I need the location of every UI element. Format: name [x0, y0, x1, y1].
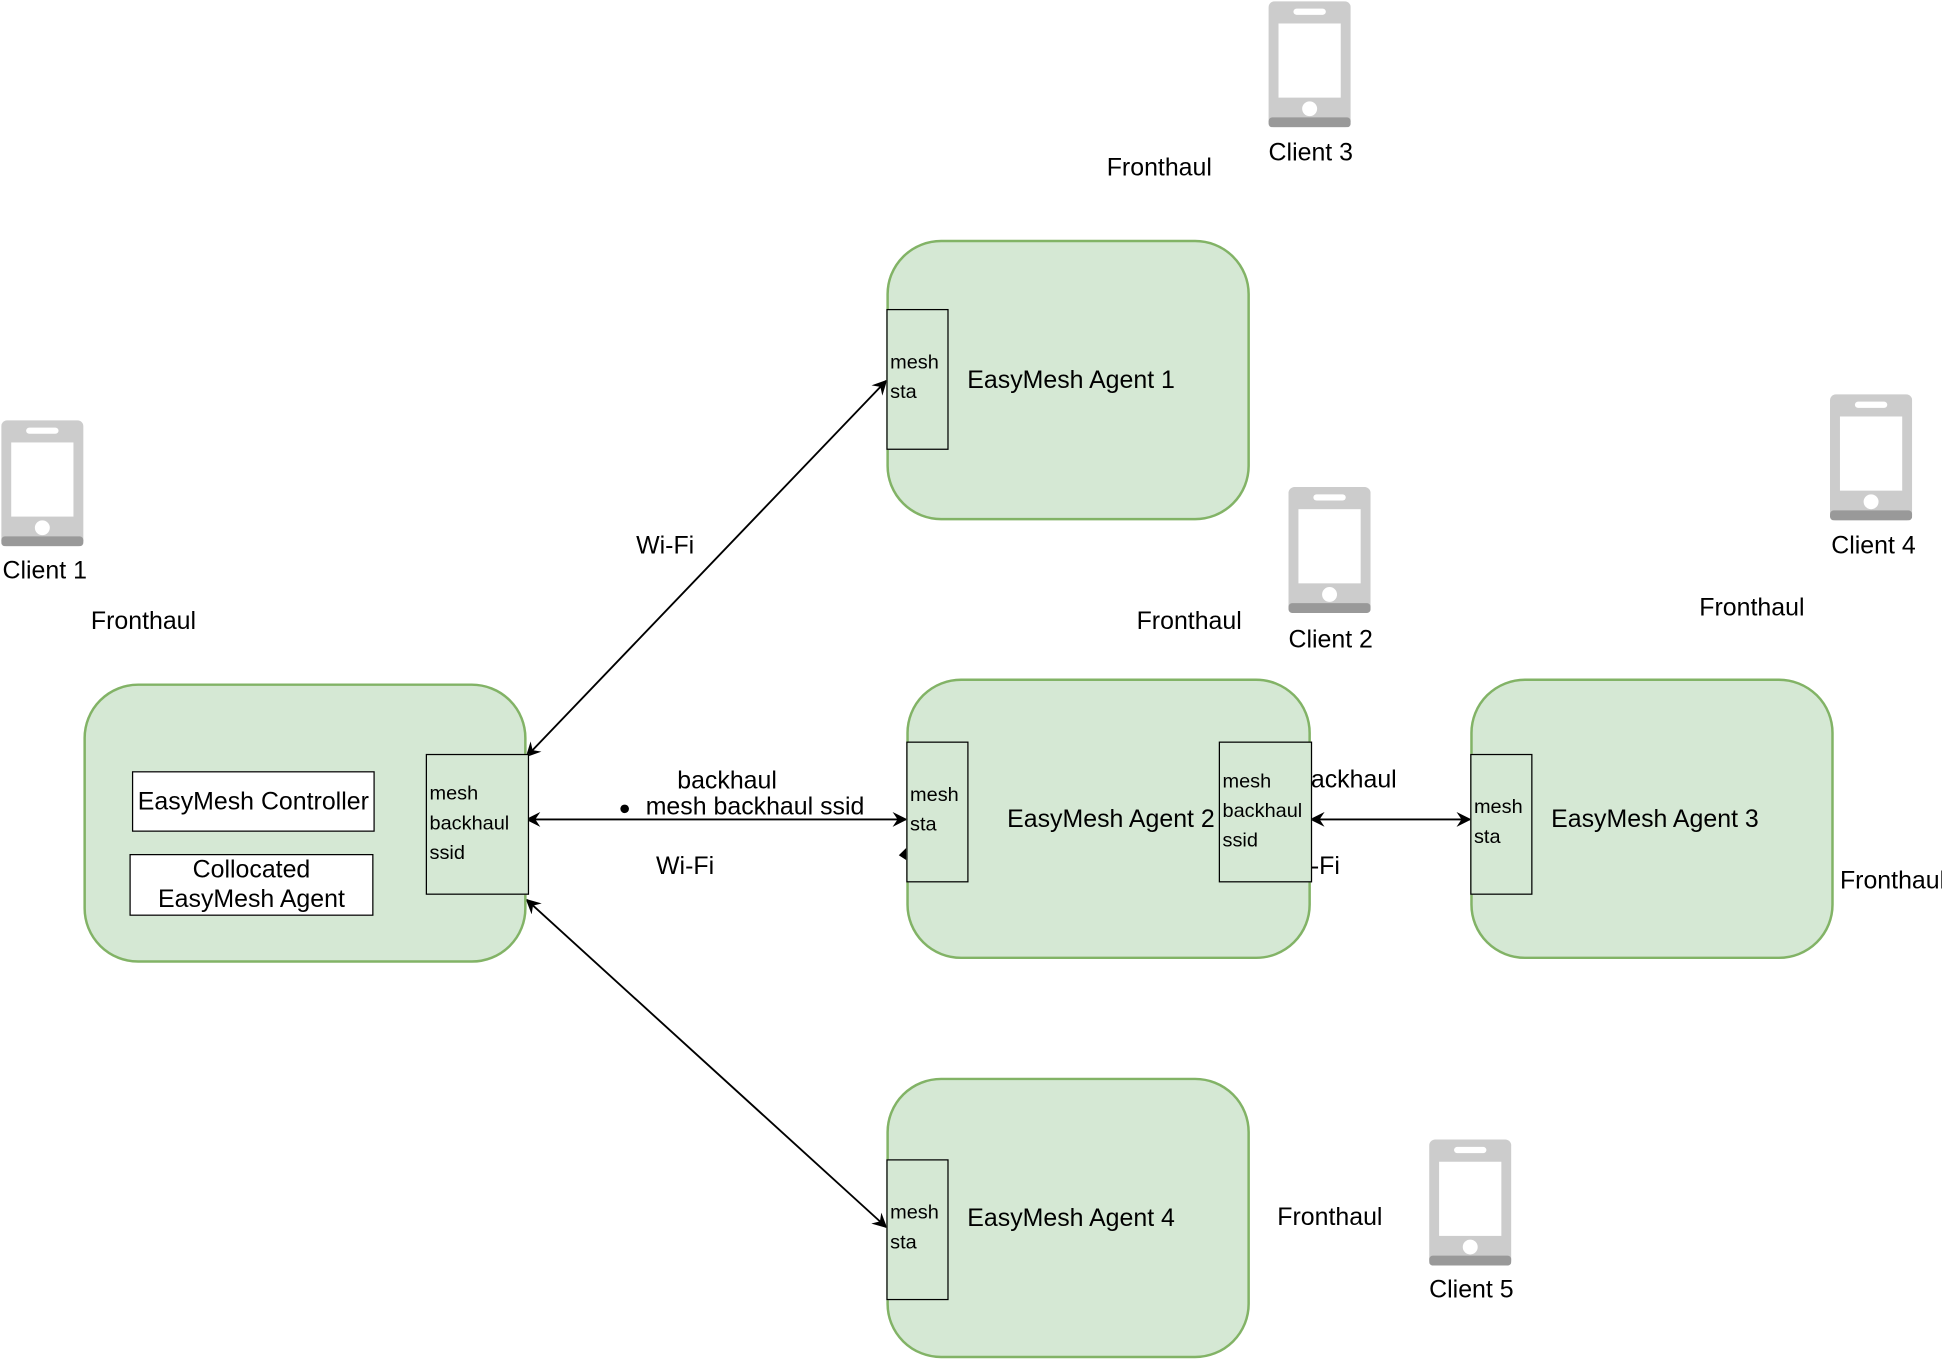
fronthaul-label-agent3-right: Fronthaul — [1839, 867, 1942, 895]
wifi-label-agent1: Wi-Fi — [636, 532, 695, 562]
bullet-dot: ● — [618, 798, 631, 820]
agent1-title: EasyMesh Agent 1 — [967, 367, 1175, 395]
agent3-node[interactable]: mesh sta EasyMesh Agent 3 — [1470, 678, 1834, 960]
client4-label: Client 4 — [1831, 532, 1916, 560]
backhaul-label-middle: backhaul — [677, 767, 777, 795]
controller-backhaul-port[interactable]: mesh backhaul ssid — [425, 753, 530, 895]
fronthaul-label-agent2: Fronthaul — [1136, 608, 1242, 636]
easymesh-controller-box[interactable]: EasyMesh Controller — [131, 771, 375, 832]
wifi-label-middle: Wi-Fi — [656, 852, 715, 882]
client1-label: Client 1 — [2, 557, 87, 585]
edge-controller-agent1 — [525, 379, 888, 758]
agent4-title: EasyMesh Agent 4 — [967, 1205, 1175, 1233]
agent1-sta-port[interactable]: mesh sta — [886, 308, 949, 450]
fronthaul-label-controller: Fronthaul — [90, 608, 197, 636]
agent3-title: EasyMesh Agent 3 — [1551, 805, 1759, 833]
client2-phone-icon[interactable] — [1288, 486, 1371, 614]
bullet-text: mesh backhaul ssid — [645, 793, 865, 821]
client5-phone-icon[interactable] — [1429, 1139, 1512, 1266]
agent2-backhaul-port[interactable]: mesh backhaul ssid — [1218, 741, 1313, 883]
edge-controller-agent4 — [525, 898, 888, 1229]
fronthaul-label-agent4: Fronthaul — [1277, 1203, 1383, 1231]
edge-small-arrowhead — [898, 847, 907, 861]
wifi-label-right: -Fi — [1310, 852, 1340, 880]
client3-phone-icon[interactable] — [1268, 1, 1351, 128]
controller-node[interactable]: EasyMesh Controller Collocated EasyMesh … — [83, 683, 530, 963]
agent1-node[interactable]: mesh sta EasyMesh Agent 1 — [886, 239, 1250, 521]
backhaul-label-right: ackhaul — [1310, 766, 1397, 794]
client2-label: Client 2 — [1288, 626, 1373, 654]
client5-label: Client 5 — [1429, 1276, 1514, 1304]
agent4-sta-port[interactable]: mesh sta — [886, 1159, 949, 1301]
agent2-sta-port[interactable]: mesh sta — [906, 741, 969, 883]
agent2-node[interactable]: mesh sta EasyMesh Agent 2 mesh backhaul … — [906, 678, 1313, 960]
client4-phone-icon[interactable] — [1830, 394, 1913, 521]
mesh-backhaul-ssid-bullet: ● mesh backhaul ssid — [619, 793, 865, 821]
client3-label: Client 3 — [1268, 139, 1353, 167]
client1-phone-icon[interactable] — [1, 420, 84, 547]
fronthaul-label-agent3-top: Fronthaul — [1699, 594, 1805, 622]
collocated-agent-box[interactable]: Collocated EasyMesh Agent — [129, 854, 374, 916]
agent4-node[interactable]: mesh sta EasyMesh Agent 4 — [886, 1077, 1250, 1359]
fronthaul-label-agent1: Fronthaul — [1106, 154, 1212, 182]
agent2-title: EasyMesh Agent 2 — [1007, 805, 1215, 833]
agent3-sta-port[interactable]: mesh sta — [1470, 753, 1533, 895]
